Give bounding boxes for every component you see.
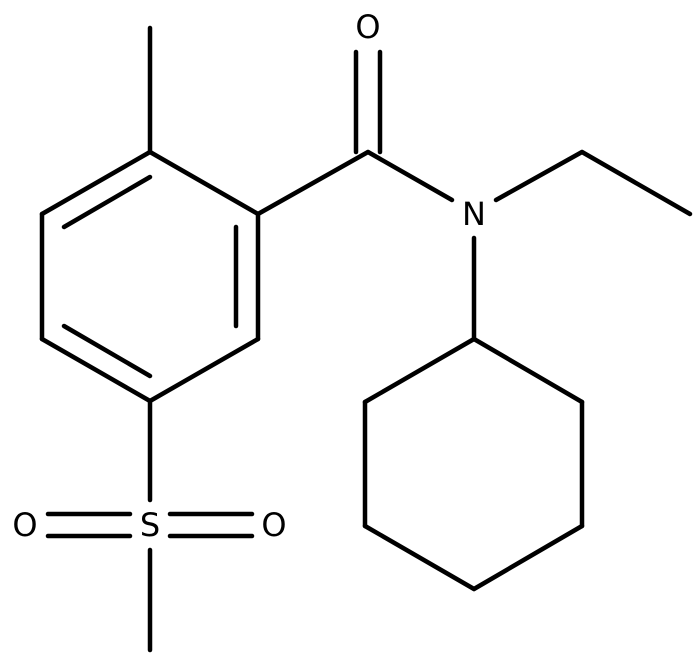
bond-cyclohexyl-4 [362,523,477,592]
bond-nitrogen-ethyl-ch2 [493,149,585,203]
bond-ethyl-ch2-ch3 [579,149,693,217]
bond-ring-c4-c5-inner [61,323,153,379]
bond-ring-c1-c2 [147,149,261,217]
bond-carbonyl-nitrogen [365,149,455,203]
cyclohexane-ring [362,336,585,592]
bond-cyclohexyl-6 [362,336,477,405]
bond-ring-c4-c5 [39,336,153,404]
bond-cyclohexyl-1 [471,336,585,405]
bond-ring-c6-c1-inner [61,174,153,230]
bond-ring-c3-c4 [147,336,261,404]
amide-nitrogen-label: N [462,195,486,233]
bond-ring-carbonyl [255,149,371,217]
carbonyl-oxygen-label: O [355,8,380,46]
sulfonyl-oxygen-left-label: O [12,506,37,544]
bond-ring-c6-c1 [39,149,153,217]
benzene-ring [39,149,261,404]
sulfonyl-oxygen-right-label: O [261,506,286,544]
bond-cyclohexyl-3 [471,523,585,592]
sulfonyl-sulfur-label: S [140,506,160,544]
